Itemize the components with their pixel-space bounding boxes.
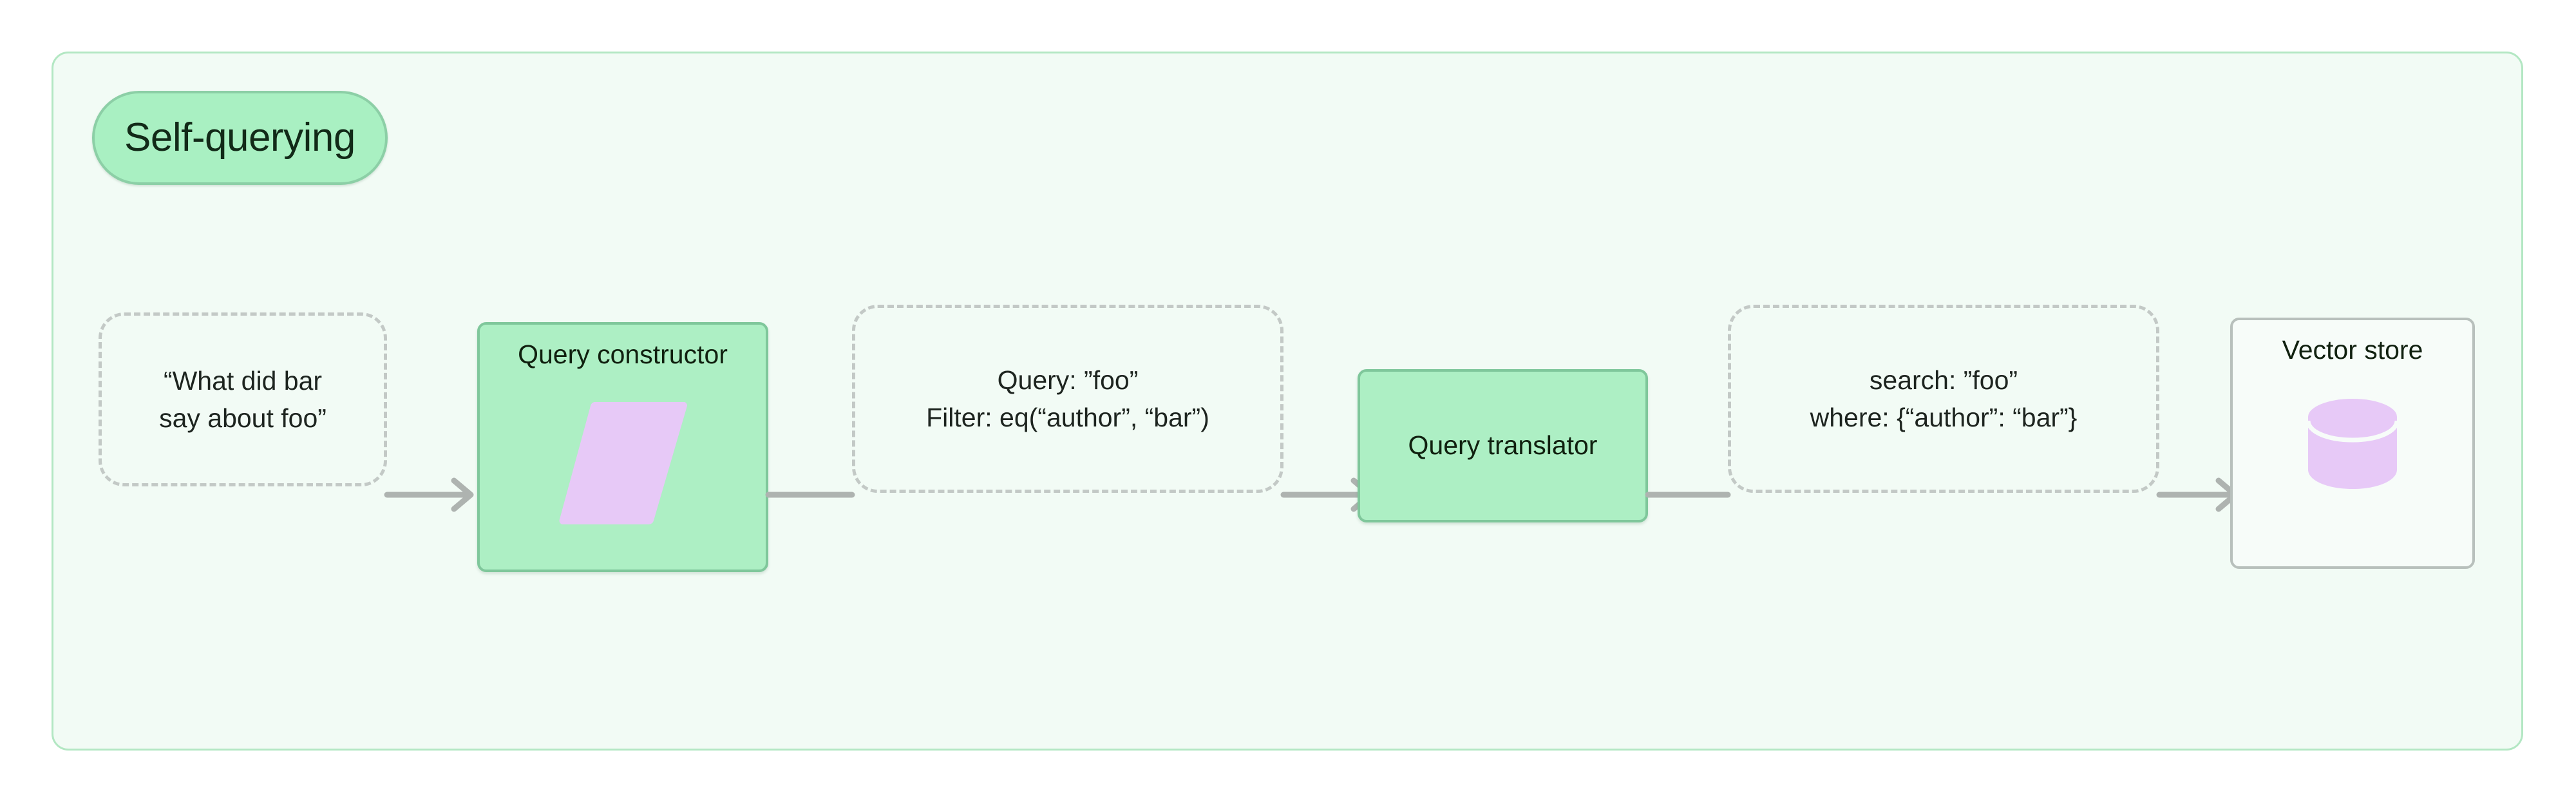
diagram-title-label: Self-querying xyxy=(124,115,355,160)
node-vector-store-label: Vector store xyxy=(2282,335,2423,365)
node-native-query[interactable]: search: ”foo” where: {“author”: “bar”} xyxy=(1728,305,2159,493)
parallelogram-icon xyxy=(558,402,688,525)
diagram-title-badge: Self-querying xyxy=(92,91,388,185)
node-structured-query[interactable]: Query: ”foo” Filter: eq(“author”, “bar”) xyxy=(852,305,1283,493)
node-query-translator[interactable]: Query translator xyxy=(1358,369,1648,522)
connector-translator-to-native-query xyxy=(1645,475,1731,514)
node-user-question[interactable]: “What did bar say about foo” xyxy=(99,312,387,486)
connector-question-to-constructor xyxy=(384,475,477,514)
database-cylinder-icon xyxy=(2304,395,2401,492)
connector-constructor-to-structured-query xyxy=(765,475,855,514)
node-query-translator-label: Query translator xyxy=(1408,430,1598,461)
node-structured-query-label: Query: ”foo” Filter: eq(“author”, “bar”) xyxy=(926,365,1209,432)
node-query-constructor-label: Query constructor xyxy=(518,340,728,369)
node-native-query-label: search: ”foo” where: {“author”: “bar”} xyxy=(1810,365,2078,432)
node-user-question-label: “What did bar say about foo” xyxy=(159,365,327,433)
pipeline-flow: “What did bar say about foo” Query const… xyxy=(53,53,2525,752)
node-vector-store[interactable]: Vector store xyxy=(2230,318,2475,569)
node-query-constructor[interactable]: Query constructor xyxy=(477,322,768,572)
diagram-container: Self-querying “What did bar say about fo… xyxy=(52,52,2523,751)
connector-native-query-to-vector-store xyxy=(2156,475,2242,514)
